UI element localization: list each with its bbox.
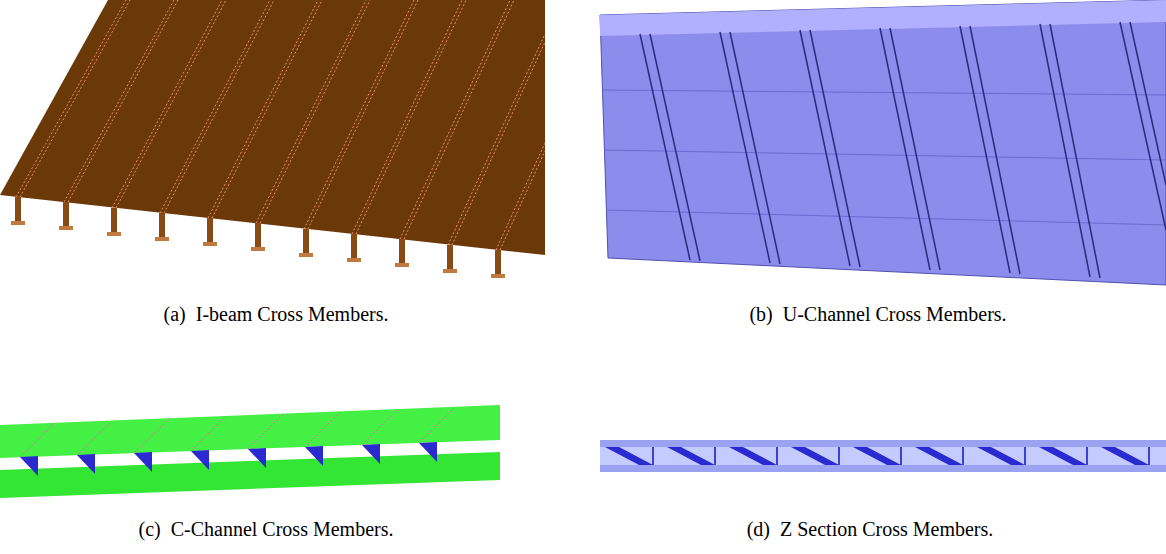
figure-caption: (a) I-beam Cross Members. (164, 302, 389, 326)
i-beam-model (0, 0, 545, 278)
u-channel-model (600, 0, 1166, 285)
c-channel-model (0, 405, 500, 498)
z-section-model (600, 440, 1166, 472)
figure-caption: (b) U-Channel Cross Members. (749, 302, 1006, 326)
figure-caption: (c) C-Channel Cross Members. (139, 517, 394, 541)
figure-caption: (d) Z Section Cross Members. (747, 517, 994, 541)
